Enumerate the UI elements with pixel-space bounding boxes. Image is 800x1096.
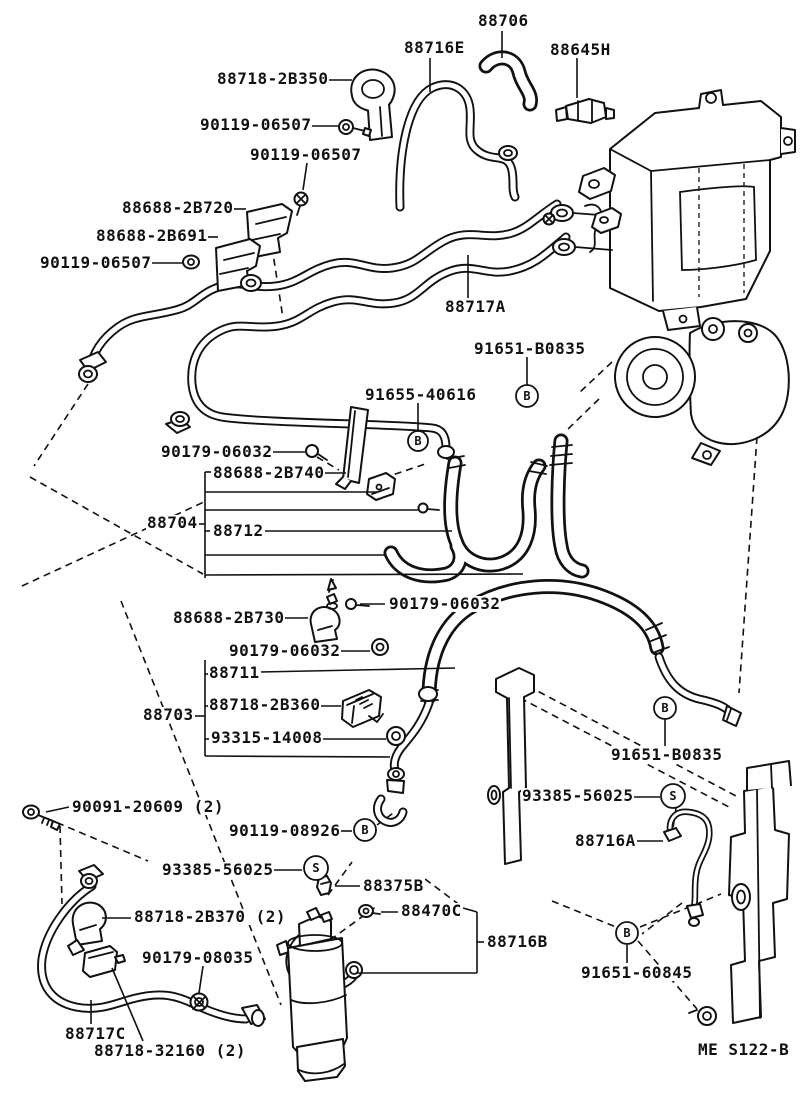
screw-marker-s1: S [660,783,686,809]
part-label-88718-2b350: 88718-2B350 [216,69,330,88]
marker-letter: S [312,861,319,875]
part-label-90179-08035: 90179-08035 [141,948,255,967]
part-label-88718-2b370: 88718-2B370 (2) [133,907,287,926]
part-label-91651-b0835-2: 91651-B0835 [610,745,724,764]
part-label-90119-06507-1: 90119-06507 [199,115,313,134]
part-label-88717a: 88717A [444,297,507,316]
bolt-marker-b3: B [653,696,677,720]
part-label-88706: 88706 [477,11,530,30]
marker-letter: B [414,434,421,448]
part-label-88718-2b360: 88718-2B360 [208,695,322,714]
part-label-88718-32160: 88718-32160 (2) [93,1041,247,1060]
marker-letter: B [623,926,630,940]
part-label-88716a: 88716A [574,831,637,850]
label-leader-lines [45,31,666,1042]
part-label-91651-60845: 91651-60845 [580,963,694,982]
part-label-90091-20609: 90091-20609 (2) [71,797,225,816]
screw-marker-s2: S [303,855,329,881]
part-label-88645h: 88645H [549,40,612,59]
part-label-88470c: 88470C [400,901,463,920]
marker-letter: S [669,789,676,803]
part-label-93385-56025-2: 93385-56025 [161,860,275,879]
part-label-90179-06032-1: 90179-06032 [160,442,274,461]
figure-code: ME S122-B [697,1040,791,1059]
part-label-93385-56025-1: 93385-56025 [521,786,635,805]
part-label-88688-2b720: 88688-2B720 [121,198,235,217]
part-label-88375b: 88375B [362,876,425,895]
part-label-88703: 88703 [142,705,195,724]
bolt-marker-b1: B [515,384,539,408]
part-label-88688-2b691: 88688-2B691 [95,226,209,245]
part-label-90179-06032-2: 90179-06032 [388,594,502,613]
bolt-marker-b5: B [615,921,639,945]
marker-letter: B [661,701,668,715]
part-label-88704: 88704 [146,513,199,532]
fastener-markers: B B B B B S S [303,384,686,945]
part-label-90119-06507-3: 90119-06507 [39,253,153,272]
part-label-88716b: 88716B [486,932,549,951]
bolt-marker-b2: B [407,430,429,452]
part-label-88712: 88712 [212,521,265,540]
part-label-90119-06507-2: 90119-06507 [249,145,363,164]
marker-letter: B [523,389,530,403]
part-label-91655-40616: 91655-40616 [364,385,478,404]
bolt-marker-b4: B [353,818,377,842]
evaporator-unit-drawing [550,89,796,331]
part-label-93315-14008: 93315-14008 [210,728,324,747]
part-label-88716e: 88716E [403,38,466,57]
part-label-88688-2b730: 88688-2B730 [172,608,286,627]
hardware-parts [22,68,792,1082]
part-label-88688-2b740: 88688-2B740 [212,463,326,482]
part-label-90119-08926: 90119-08926 [228,821,342,840]
compressor-drawing [614,317,790,466]
part-label-90179-06032-3: 90179-06032 [228,641,342,660]
part-label-88717c: 88717C [64,1024,127,1043]
part-label-91651-b0835-1: 91651-B0835 [473,339,587,358]
part-label-88711: 88711 [208,663,261,682]
marker-letter: B [361,823,368,837]
